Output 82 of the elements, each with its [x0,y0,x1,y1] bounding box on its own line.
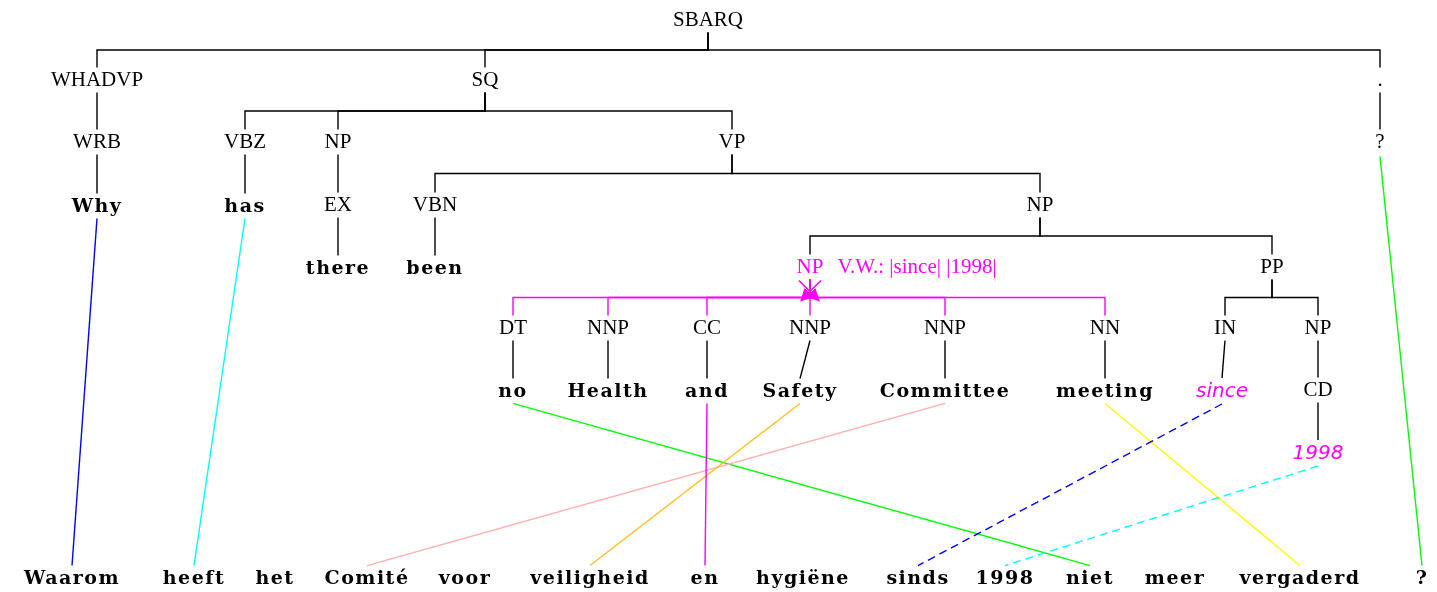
category-label: DT [499,316,527,340]
category-label: WHADVP [50,68,144,92]
tree-branch [607,339,609,380]
word: heeft [162,566,226,588]
word: voor [438,566,492,588]
tree-branch [1221,339,1226,379]
category-label: NN [1089,316,1121,340]
category-label: CD [1303,378,1333,402]
word: no [498,379,528,401]
tree-branch [1379,91,1381,131]
alignment-line [71,217,98,567]
category-label: EX [324,193,352,217]
tree-branch [1039,216,1273,256]
word: vergaderd [1239,566,1361,588]
tree-branch [96,153,98,195]
tree-branch [809,278,1106,317]
category-label: NP [324,130,352,154]
word: niet [1066,566,1114,588]
category-label: IN [1213,316,1237,340]
word: Comité [324,566,410,588]
word: veiligheid [530,566,650,588]
word: Why [71,194,123,216]
word: hygiëne [756,566,850,588]
word: ? [1415,566,1429,588]
word: en [690,566,720,588]
alignment-line [704,402,708,567]
annotation-text: V.W.: |since| |1998| [837,255,997,279]
alignment-line [917,403,1223,567]
tree-branch [244,153,246,195]
word: Waarom [23,566,121,588]
category-label: NNP [587,316,629,340]
category-label: NNP [789,316,831,340]
word: and [685,379,729,401]
alignment-line [1104,402,1301,567]
word: sinds [886,566,950,588]
alignment-line [1004,465,1319,567]
category-label: NP [796,255,824,279]
tree-branch [337,153,339,194]
word: been [406,256,464,278]
category-label: VBN [412,193,458,217]
category-label: NP [1304,316,1332,340]
tree-branch [1317,339,1319,379]
category-label: VP [718,130,746,154]
tree-branch [337,216,339,257]
alignment-line [589,402,801,567]
word: Health [567,379,649,401]
word: 1998 [1292,441,1344,463]
tree-branch [1379,155,1423,567]
tree-branch [944,339,946,380]
category-label: NNP [924,316,966,340]
alignment-line [193,217,246,567]
category-label: VBZ [224,130,266,154]
category-label: PP [1260,255,1284,279]
alignment-line [366,402,946,567]
tree-branch [799,339,811,380]
tree-branch [707,31,1381,69]
tree-branch [1104,339,1106,380]
tree-branch [512,339,514,380]
word: Safety [762,379,838,401]
tree-branch [1271,278,1319,317]
tree-branch [434,216,436,257]
word: Committee [879,379,1011,401]
word: meeting [1056,379,1154,401]
alignment-line [512,402,1091,567]
word: het [255,566,295,588]
category-label: NP [1026,193,1054,217]
tree-branch [706,339,708,380]
word: meer [1144,566,1206,588]
tree-branch [96,91,98,131]
word: since [1196,379,1248,401]
word: 1998 [975,566,1035,588]
category-label: SBARQ [673,8,743,32]
category-label: . [1377,68,1383,92]
word: there [305,256,371,278]
category-label: WRB [73,130,121,154]
tree-branch [731,153,1041,194]
word: has [224,194,266,216]
tree-branch [1317,401,1319,441]
category-label: ? [1375,130,1385,154]
category-label: SQ [471,68,499,92]
category-label: CC [693,316,721,340]
tree-branch [484,91,733,131]
